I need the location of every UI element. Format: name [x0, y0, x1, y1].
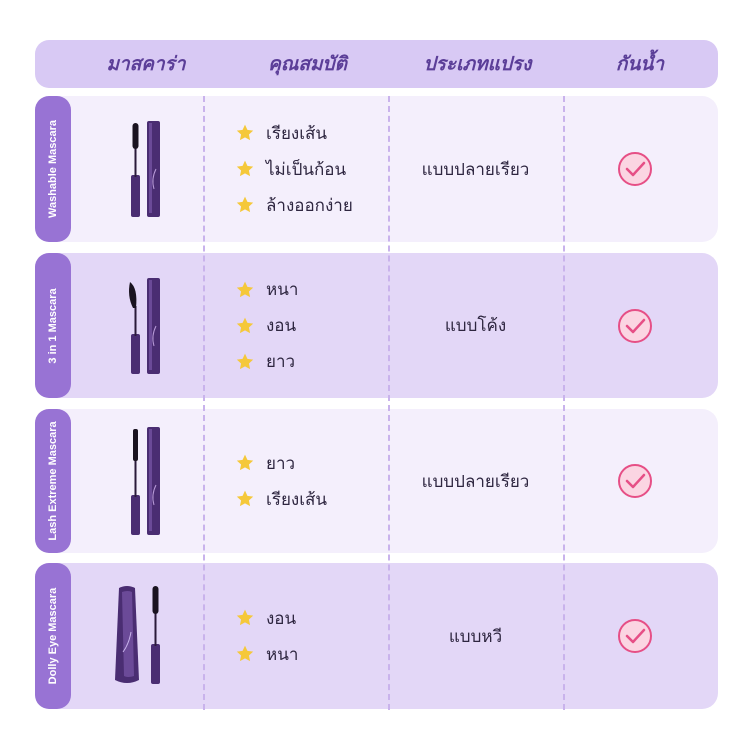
feature-item: เรียงเส้น: [235, 121, 420, 146]
mascara-image: [107, 563, 179, 709]
header-product: มาสคาร่า: [106, 53, 186, 75]
column-divider: [563, 96, 565, 710]
brush-type: แบบโค้ง: [444, 316, 507, 336]
product-name-label: 3 in 1 Mascara: [35, 253, 71, 398]
check-circle-icon: [618, 152, 652, 186]
star-icon: [236, 645, 254, 662]
feature-item: ไม่เป็นก้อน: [235, 157, 420, 182]
star-icon: [236, 124, 254, 141]
feature-list: เรียงเส้น ไม่เป็นก้อน ล้างออกง่าย: [235, 96, 420, 242]
header-waterproof: กันน้ำ: [615, 53, 665, 75]
feature-item: หนา: [235, 642, 420, 667]
check-circle-icon: [618, 308, 652, 343]
star-icon: [236, 609, 254, 626]
mascara-image: [113, 253, 173, 398]
product-name-label: Lash Extreme Mascara: [35, 409, 71, 553]
check-circle-icon: [618, 464, 652, 498]
brush-type: แบบหวี: [448, 626, 503, 647]
mascara-tube-icon: [129, 277, 160, 374]
table-row: Dolly Eye Mascara งอน หนา แบบหวี: [35, 563, 718, 709]
star-icon: [236, 490, 254, 507]
product-name-label: Washable Mascara: [35, 96, 71, 242]
mascara-tube-icon: [131, 121, 160, 217]
feature-list: ยาว เรียงเส้น: [235, 409, 420, 553]
column-divider: [203, 96, 205, 710]
table-row: Washable Mascara เรียงเส้น ไม่เป็นก้อน ล…: [35, 96, 718, 242]
feature-list: หนา งอน ยาว: [235, 253, 420, 398]
star-icon: [236, 454, 254, 471]
table-row: Lash Extreme Mascara ยาว เรียงเส้น แบบปล…: [35, 409, 718, 553]
star-icon: [236, 196, 254, 213]
star-icon: [236, 353, 254, 369]
brush-type: แบบปลายเรียว: [421, 159, 530, 180]
table-header: มาสคาร่า คุณสมบัติ ประเภทแปรง กันน้ำ: [35, 40, 718, 88]
feature-item: หนา: [235, 277, 420, 302]
brush-type: แบบปลายเรียว: [421, 471, 530, 492]
table-row: 3 in 1 Mascara หนา งอน ยาว แบบโค้ง: [35, 253, 718, 398]
header-features: คุณสมบัติ: [268, 53, 347, 75]
star-icon: [236, 317, 254, 333]
mascara-image: [113, 96, 173, 242]
mascara-tube-icon: [115, 586, 160, 684]
product-name-label: Dolly Eye Mascara: [35, 563, 71, 709]
mascara-image: [113, 409, 173, 553]
feature-item: งอน: [235, 313, 420, 338]
feature-item: ยาว: [235, 451, 420, 476]
check-circle-icon: [618, 619, 652, 653]
feature-item: ล้างออกง่าย: [235, 193, 420, 218]
header-brush-type: ประเภทแปรง: [423, 53, 532, 75]
feature-item: เรียงเส้น: [235, 487, 420, 512]
column-divider: [388, 96, 390, 710]
mascara-tube-icon: [131, 427, 160, 535]
star-icon: [236, 160, 254, 177]
feature-item: งอน: [235, 606, 420, 631]
feature-list: งอน หนา: [235, 563, 420, 709]
star-icon: [236, 281, 254, 297]
feature-item: ยาว: [235, 349, 420, 374]
